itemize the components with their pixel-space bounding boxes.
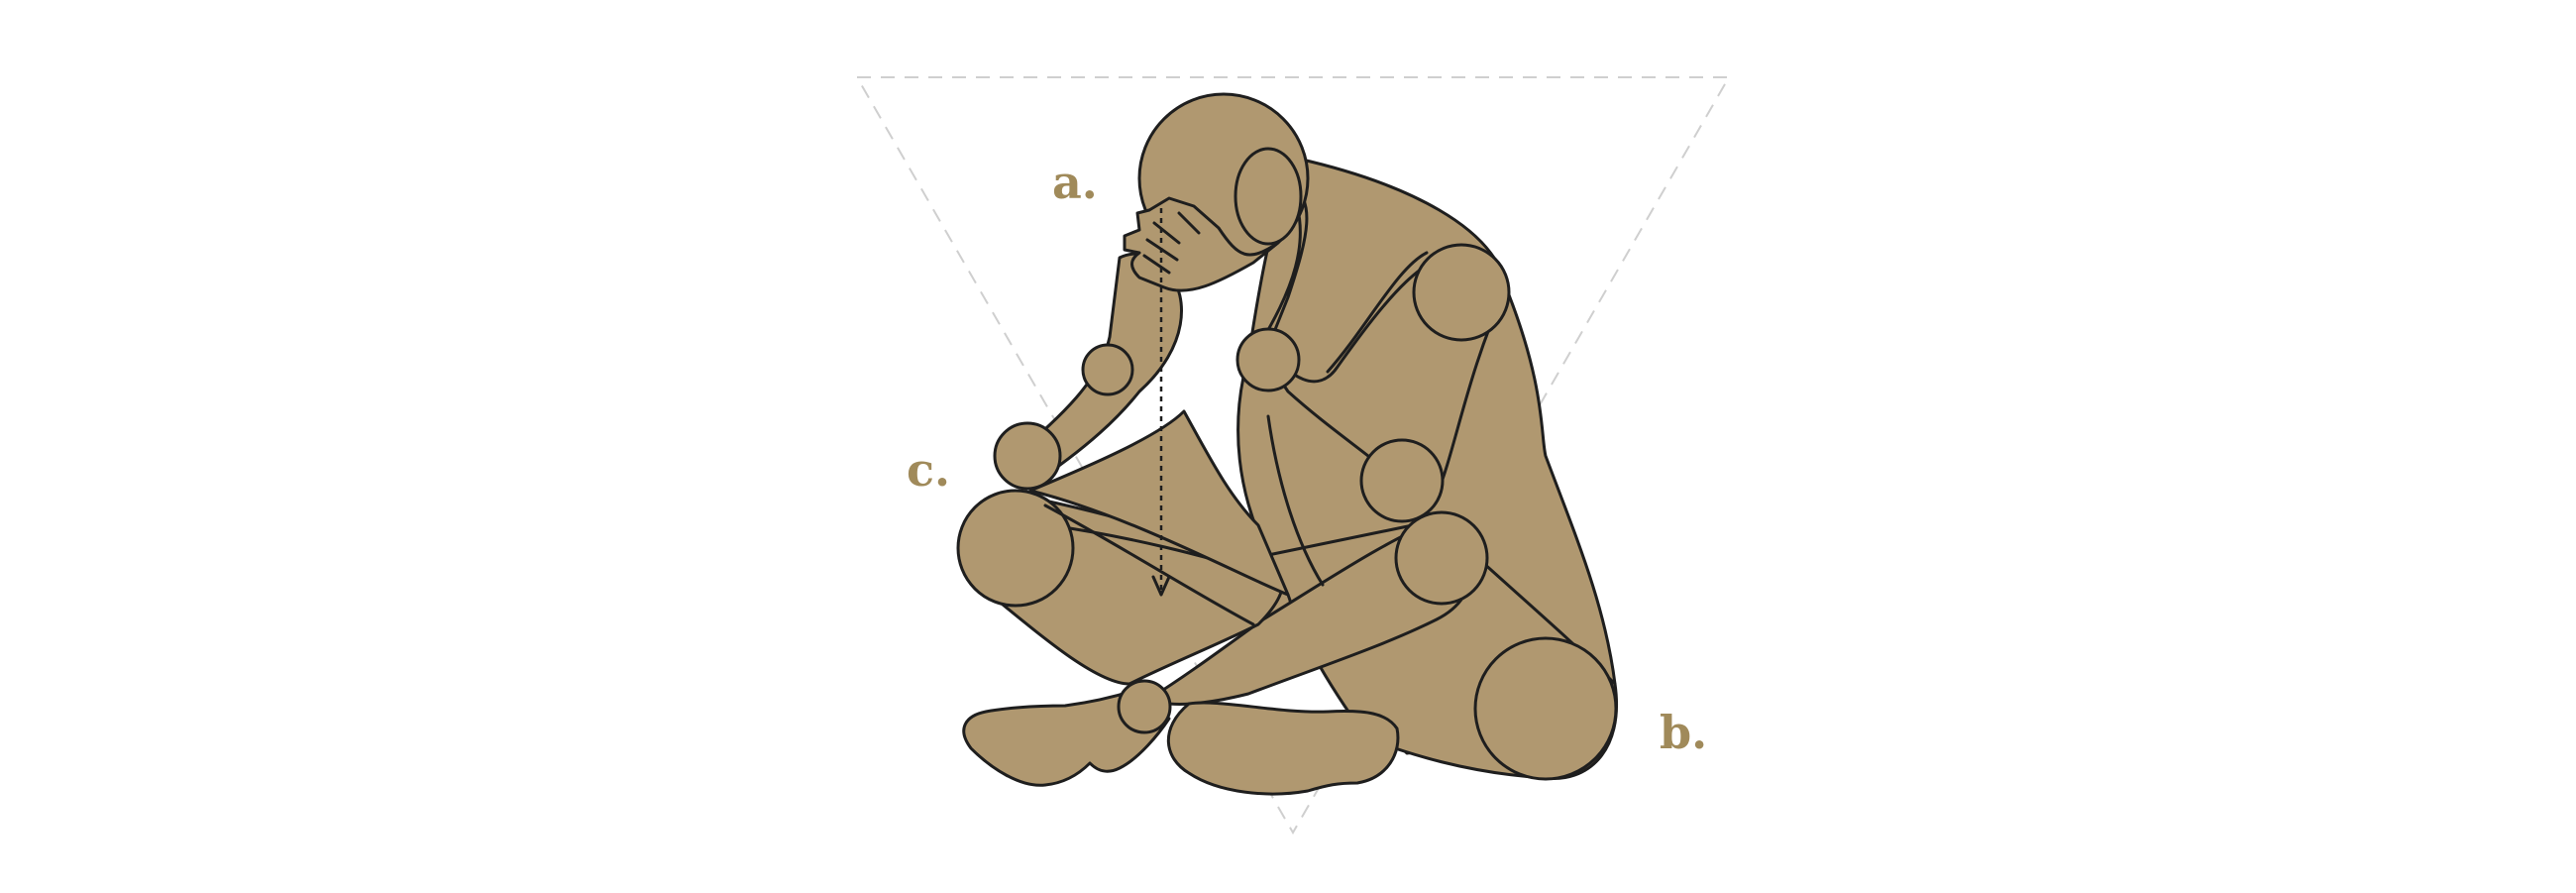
torso-seam — [1266, 414, 1325, 587]
guide-triangle — [855, 76, 1731, 835]
neck-joint — [1235, 327, 1301, 392]
shin-seam — [1043, 503, 1255, 626]
near-upper-arm — [1028, 409, 1290, 597]
right-foot — [1166, 701, 1400, 796]
elbow-joint — [993, 421, 1062, 491]
front-knee-joint — [956, 489, 1075, 608]
heel-joint — [1473, 636, 1618, 781]
label-b: b. — [1660, 706, 1707, 759]
ear — [1234, 147, 1303, 246]
label-a: a. — [1052, 156, 1098, 209]
mannequin-figure — [956, 92, 1618, 796]
ankle-joint — [1117, 679, 1172, 734]
label-c: c. — [907, 443, 950, 497]
left-foot — [962, 687, 1171, 787]
shoulder-joint — [1412, 243, 1511, 342]
raised-knee-joint — [1394, 510, 1489, 606]
hip-joint — [1359, 438, 1445, 523]
wrist-joint — [1081, 343, 1134, 396]
back-seam — [1326, 251, 1429, 374]
sightline-arrowhead — [1151, 575, 1171, 597]
